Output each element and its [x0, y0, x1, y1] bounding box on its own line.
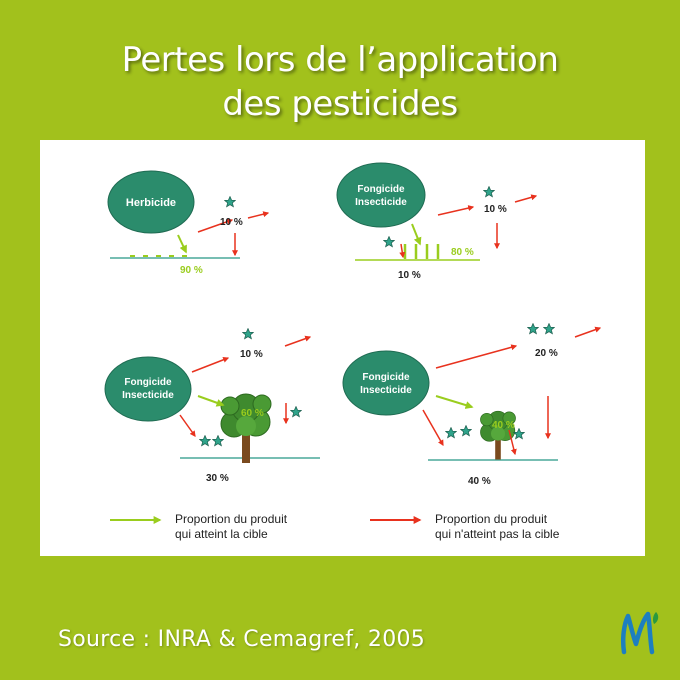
diagram-panel: Herbicide 90 % 10 % Fongicide Insecticid…: [40, 140, 645, 556]
crop-target-pct: 80 %: [451, 247, 474, 258]
star-icon: [445, 427, 457, 439]
star-icon: [483, 186, 495, 198]
small-tree-label-line1: Fongicide: [124, 377, 172, 388]
legend-green-line1: Proportion du produit: [175, 512, 288, 526]
page-title: Pertes lors de l’application des pestici…: [0, 38, 680, 126]
scenario-herbicide: Herbicide 90 % 10 %: [107, 170, 270, 276]
large-tree-drift-arrow-2: [574, 326, 602, 338]
crop-target-arrow: [411, 223, 422, 246]
crop-drift-arrow: [437, 205, 475, 216]
crop-bubble: [336, 162, 426, 228]
crop-ground-pct: 10 %: [398, 270, 421, 281]
large-tree-ground-arrow: [422, 409, 444, 447]
crop-ground-arrow-2: [399, 243, 406, 259]
small-tree-label-line2: Insecticide: [122, 390, 174, 401]
small-tree-drift-arrow: [191, 356, 230, 373]
small-tree-drift-pct: 10 %: [240, 349, 263, 360]
star-icon: [513, 428, 525, 440]
herbicide-bubble: [107, 170, 195, 234]
title-line-1: Pertes lors de l’application: [121, 40, 559, 80]
herbicide-label: Herbicide: [126, 197, 176, 209]
small-tree-ground-arrow: [179, 414, 196, 437]
crop-label-line1: Fongicide: [357, 184, 405, 195]
herbicide-drift-pct: 10 %: [220, 217, 243, 228]
large-tree-drift-arrow: [435, 344, 518, 369]
star-icon: [527, 323, 539, 335]
star-icon: [224, 196, 236, 208]
large-tree-target-pct: 40 %: [492, 420, 515, 431]
diagram-svg: Herbicide 90 % 10 % Fongicide Insecticid…: [104, 162, 602, 541]
star-icon: [212, 435, 224, 447]
crop-drift-pct: 10 %: [484, 204, 507, 215]
herbicide-drift-arrow: [197, 218, 234, 233]
herbicide-drift-arrow-2: [247, 211, 270, 219]
large-tree-target-arrow: [435, 395, 474, 409]
large-tree-ground-pct: 40 %: [468, 476, 491, 487]
small-tree-bubble: [104, 356, 192, 422]
star-icon: [290, 406, 302, 418]
star-icon: [199, 435, 211, 447]
crop-drift-arrow-2: [514, 194, 538, 203]
small-tree-drift-arrow-2: [284, 335, 312, 347]
large-tree-bubble: [342, 350, 430, 416]
legend-red-line2: qui n'atteint pas la cible: [435, 527, 560, 541]
crop-label-line2: Insecticide: [355, 197, 407, 208]
small-tree-ground-pct: 30 %: [206, 473, 229, 484]
scenario-small-tree: Fongicide Insecticide 60 % 10 % 30 %: [104, 328, 320, 484]
large-tree-label-line2: Insecticide: [360, 385, 412, 396]
small-tree-target-pct: 60 %: [241, 408, 264, 419]
tree-icon: [220, 393, 272, 464]
legend: Proportion du produit qui atteint la cib…: [110, 512, 560, 541]
scenario-large-tree: Fongicide Insecticide 40 % 20 % 40 %: [342, 323, 602, 487]
small-tree-target-arrow: [197, 395, 225, 407]
source-caption: Source : INRA & Cemagref, 2005: [58, 627, 426, 652]
herbicide-target-pct: 90 %: [180, 265, 203, 276]
scenario-crop: Fongicide Insecticide 80 % 10 % 10 %: [336, 162, 538, 281]
large-tree-label-line1: Fongicide: [362, 372, 410, 383]
legend-green-line2: qui atteint la cible: [175, 527, 268, 541]
crop-plants: [403, 244, 440, 259]
title-line-2: des pesticides: [222, 84, 458, 124]
star-icon: [383, 236, 395, 248]
star-icon: [460, 425, 472, 437]
logo-icon: [620, 611, 659, 655]
legend-red-line1: Proportion du produit: [435, 512, 548, 526]
large-tree-drift-pct: 20 %: [535, 348, 558, 359]
large-tree-fall-arrow-2: [508, 429, 517, 456]
star-icon: [543, 323, 555, 335]
herbicide-target-arrow: [177, 234, 187, 254]
star-icon: [242, 328, 254, 340]
